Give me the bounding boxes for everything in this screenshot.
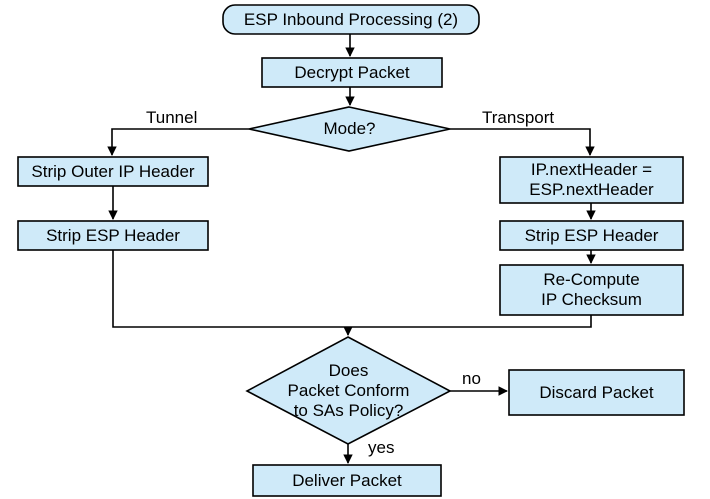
node-shape-deliver[interactable] [252, 464, 442, 497]
edge-label-yes: yes [368, 438, 395, 457]
edge-transport-merge [348, 315, 592, 328]
node-shape-next-header[interactable] [499, 156, 684, 204]
node-shape-decrypt[interactable] [261, 57, 443, 88]
edge-label-no: no [462, 369, 481, 388]
node-shape-discard[interactable] [508, 369, 685, 416]
node-shape-strip-outer-ip[interactable] [17, 156, 209, 187]
edge-mode-transport [450, 128, 595, 156]
node-shape-strip-esp-transport[interactable] [499, 220, 684, 251]
node-shape-strip-esp-tunnel[interactable] [17, 220, 209, 251]
edge-label-tunnel: Tunnel [146, 108, 198, 127]
node-shape-recompute-checksum[interactable] [499, 264, 684, 316]
node-shape-start[interactable] [222, 4, 480, 35]
node-shape-conform[interactable] [245, 336, 452, 445]
edge-label-transport: Transport [482, 108, 555, 127]
node-shape-mode[interactable] [248, 106, 451, 152]
edge-tunnel-merge [112, 250, 348, 328]
edge-mode-tunnel [107, 128, 249, 156]
